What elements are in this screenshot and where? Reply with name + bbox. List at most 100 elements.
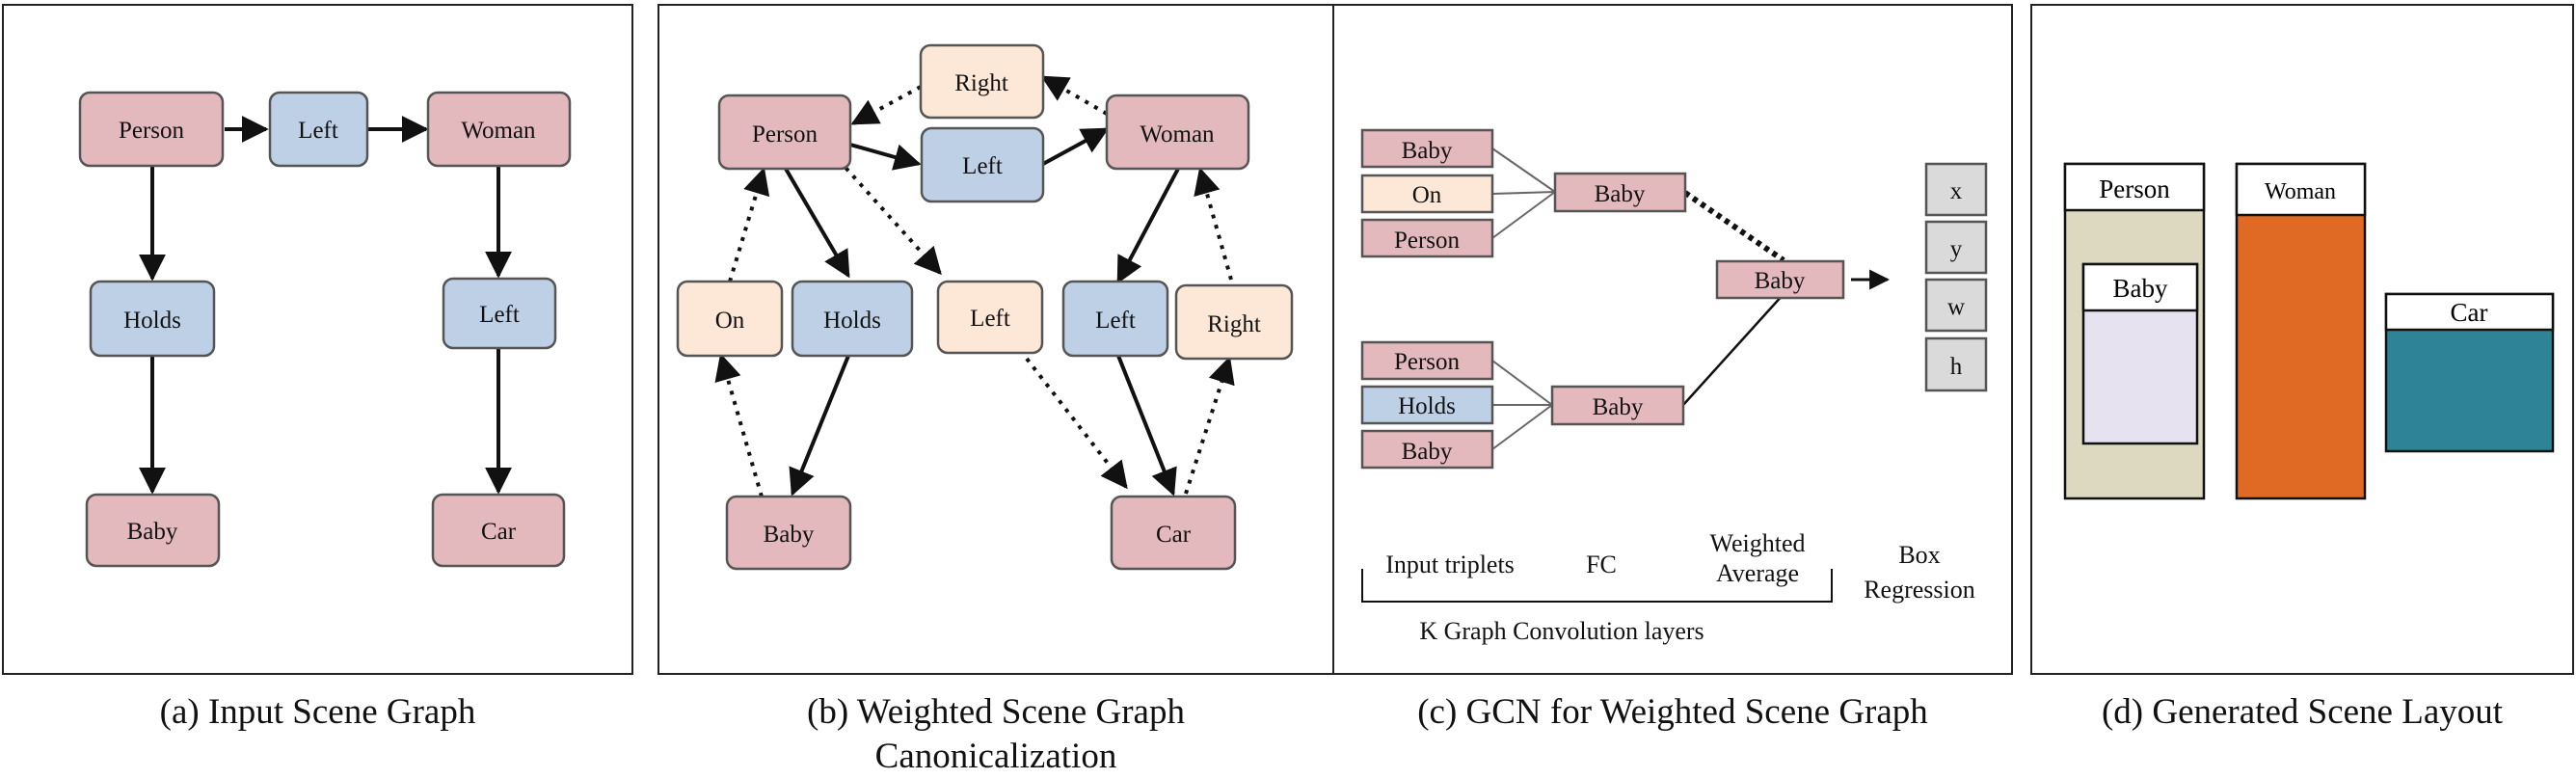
svg-text:Person: Person bbox=[1394, 349, 1461, 375]
svg-text:Person: Person bbox=[119, 118, 185, 144]
label-k-layers: K Graph Convolution layers bbox=[1419, 617, 1704, 645]
edge-leftright-car bbox=[1116, 355, 1177, 497]
triplet1-subject: Baby bbox=[1360, 128, 1494, 169]
label-average: Average bbox=[1716, 559, 1799, 587]
output-h: h bbox=[1924, 336, 1988, 392]
panel-b-dotted-edges bbox=[714, 75, 1235, 497]
panel-c-frame bbox=[1332, 4, 2013, 675]
caption-panel-a: (a) Input Scene Graph bbox=[159, 692, 476, 732]
caption-panel-b-line1: (b) Weighted Scene Graph bbox=[807, 692, 1185, 732]
svg-text:Left: Left bbox=[970, 306, 1010, 332]
svg-text:Person: Person bbox=[1394, 228, 1461, 254]
node-on-b: On bbox=[676, 280, 784, 358]
layout-baby-box bbox=[2081, 262, 2199, 445]
node-left-a: Left bbox=[268, 91, 369, 168]
output-w: w bbox=[1924, 278, 1988, 333]
triplet2-subject: Person bbox=[1360, 340, 1494, 381]
node-woman-b: Woman bbox=[1105, 94, 1250, 171]
svg-text:w: w bbox=[1947, 294, 1965, 320]
svg-text:Baby: Baby bbox=[127, 519, 178, 545]
output-x: x bbox=[1924, 162, 1988, 217]
node-left2-a: Left bbox=[442, 277, 557, 350]
svg-text:Baby: Baby bbox=[1595, 181, 1646, 207]
fc1-node: Baby bbox=[1553, 172, 1687, 213]
label-input-triplets: Input triplets bbox=[1385, 551, 1515, 578]
label-weighted: Weighted bbox=[1710, 529, 1806, 557]
svg-text:Left: Left bbox=[479, 302, 520, 328]
svg-text:Woman: Woman bbox=[461, 118, 536, 144]
output-y: y bbox=[1924, 220, 1988, 275]
svg-text:Car: Car bbox=[481, 519, 517, 545]
svg-text:Baby: Baby bbox=[1402, 439, 1453, 465]
label-box: Box bbox=[1898, 541, 1940, 569]
caption-panel-b-line2: Canonicalization bbox=[874, 737, 1117, 776]
layout-baby-label: Baby bbox=[2113, 274, 2168, 303]
node-car-b: Car bbox=[1110, 495, 1237, 571]
label-fc: FC bbox=[1586, 551, 1617, 578]
edge-holds-baby-b bbox=[789, 355, 850, 497]
edge-leftmid-car bbox=[1025, 357, 1128, 490]
svg-text:On: On bbox=[715, 308, 745, 334]
node-left-mid-b: Left bbox=[936, 280, 1044, 355]
panel-a-edges bbox=[139, 116, 512, 495]
svg-text:Car: Car bbox=[1156, 522, 1192, 548]
svg-text:Right: Right bbox=[954, 70, 1008, 96]
edge-baby-on bbox=[714, 353, 764, 497]
node-left-top-b: Left bbox=[920, 126, 1045, 203]
triplet2-object: Baby bbox=[1360, 429, 1494, 470]
node-car-a: Car bbox=[431, 493, 566, 568]
edge-woman-righttop bbox=[1040, 75, 1108, 116]
layout-car-label: Car bbox=[2451, 298, 2488, 327]
k-layers-brace bbox=[1361, 569, 1833, 603]
fc2-node: Baby bbox=[1550, 385, 1685, 426]
layout-woman-box bbox=[2235, 162, 2367, 500]
svg-text:Holds: Holds bbox=[123, 308, 181, 334]
svg-text:Left: Left bbox=[298, 118, 338, 144]
svg-text:Baby: Baby bbox=[1402, 138, 1453, 164]
svg-text:Baby: Baby bbox=[764, 522, 815, 548]
node-left-right-b: Left bbox=[1061, 280, 1169, 358]
panel-c-labels: Input triplets FC Weighted Average Box R… bbox=[1385, 529, 1975, 645]
svg-text:Holds: Holds bbox=[1398, 393, 1456, 419]
node-person-b: Person bbox=[717, 94, 852, 171]
caption-panel-c: (c) GCN for Weighted Scene Graph bbox=[1417, 692, 1928, 732]
node-right-top-b: Right bbox=[919, 43, 1045, 120]
node-holds-a: Holds bbox=[89, 280, 216, 358]
node-right-right-b: Right bbox=[1174, 283, 1294, 361]
edge-person-leftmid bbox=[837, 158, 942, 276]
svg-text:h: h bbox=[1950, 354, 1963, 380]
svg-text:Woman: Woman bbox=[1140, 121, 1215, 148]
edge-rightright-woman bbox=[1194, 167, 1233, 281]
panel-b-solid-edges bbox=[784, 127, 1180, 497]
svg-text:Person: Person bbox=[752, 121, 818, 148]
caption-panel-d: (d) Generated Scene Layout bbox=[2101, 692, 2504, 732]
layout-person-label: Person bbox=[2099, 175, 2170, 203]
node-baby-b: Baby bbox=[725, 495, 852, 571]
edge-fc2-avg bbox=[1682, 293, 1784, 406]
triplet1-object: Person bbox=[1360, 218, 1494, 258]
node-person-a: Person bbox=[78, 91, 225, 168]
edge-person-holds-b bbox=[784, 167, 850, 279]
layout-car-box bbox=[2384, 292, 2555, 453]
edge-car-rightright bbox=[1184, 356, 1235, 495]
edge-lefttop-woman bbox=[1042, 127, 1110, 166]
weighted-avg-node: Baby bbox=[1715, 259, 1845, 300]
triplet2-predicate: Holds bbox=[1360, 385, 1494, 425]
triplet1-predicate: On bbox=[1360, 174, 1494, 214]
svg-text:On: On bbox=[1412, 182, 1442, 208]
svg-text:Right: Right bbox=[1207, 311, 1261, 337]
svg-text:x: x bbox=[1950, 178, 1963, 204]
svg-text:Left: Left bbox=[1095, 308, 1136, 334]
caption-panel-b: (b) Weighted Scene Graph Canonicalizatio… bbox=[657, 690, 1334, 779]
node-baby-a: Baby bbox=[85, 493, 221, 568]
svg-text:Baby: Baby bbox=[1593, 394, 1644, 420]
svg-text:Left: Left bbox=[962, 153, 1003, 179]
edge-woman-leftright bbox=[1116, 168, 1180, 284]
edge-righttop-person bbox=[850, 85, 922, 125]
svg-text:y: y bbox=[1950, 236, 1963, 262]
node-woman-a: Woman bbox=[426, 91, 572, 168]
node-holds-b: Holds bbox=[791, 280, 914, 358]
layout-woman-label: Woman bbox=[2265, 179, 2336, 204]
label-regression: Regression bbox=[1864, 576, 1975, 604]
